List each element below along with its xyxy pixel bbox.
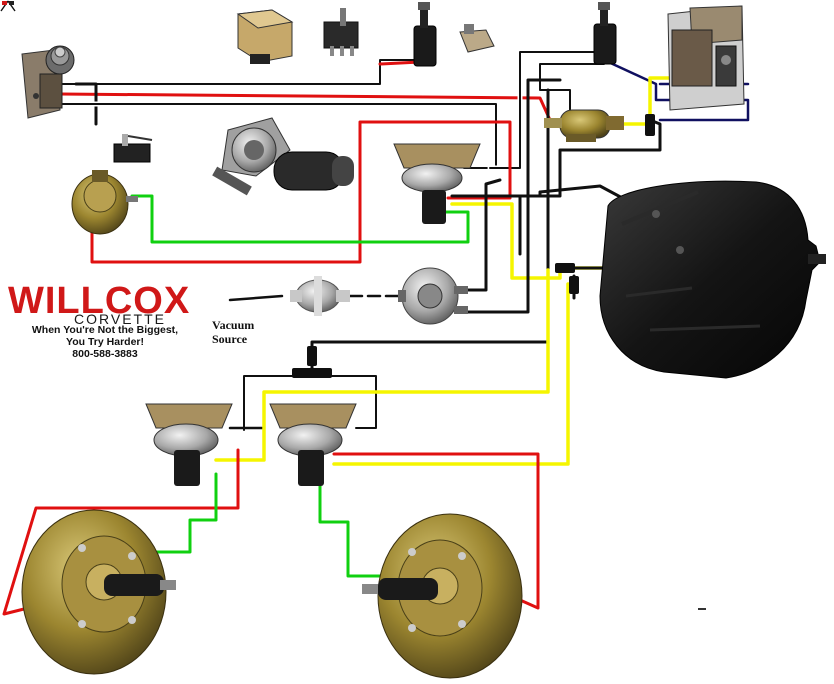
- hose-red-top: [58, 92, 552, 122]
- hose-white-top: [57, 57, 423, 87]
- tee-lower-horizontal: [292, 368, 332, 378]
- hose-red-lower-left: [2, 448, 240, 616]
- vacuum-label-line-1: Vacuum: [212, 318, 255, 332]
- vacuum-relay-center: [398, 267, 468, 325]
- brand-phone: 800-588-3883: [72, 348, 138, 360]
- hose-red-lower-right: [332, 452, 540, 610]
- brand-tagline-1: When You're Not the Biggest,: [31, 324, 179, 336]
- solenoid: [544, 109, 624, 142]
- tee-lower-vertical: [307, 346, 317, 366]
- vacuum-actuator-upper: [393, 143, 481, 224]
- tees: [292, 114, 655, 378]
- hose-black-right-valve-2: [539, 63, 605, 113]
- hose-yellow-lower-right: [332, 282, 570, 466]
- hose-white-right-valve-2: [537, 61, 607, 115]
- door-switch-assembly: [667, 5, 745, 111]
- limit-switch: [113, 134, 153, 163]
- tee-canister: [555, 263, 575, 273]
- brand-logo: WILLCOX: [8, 280, 191, 322]
- brand-tagline-2: You Try Harder!: [66, 336, 144, 348]
- hose-red-left-actuator: [90, 120, 512, 264]
- check-valve: [290, 276, 350, 316]
- vacuum-canister: [599, 180, 826, 379]
- hose-black-mid: [59, 103, 497, 169]
- vacuum-actuator-left: [71, 170, 138, 235]
- hose-black-lower-tee: [243, 375, 377, 431]
- push-switch: [459, 24, 495, 53]
- tiny-mark: [698, 608, 706, 610]
- relay: [236, 9, 294, 64]
- headlight-actuator-right: [362, 513, 523, 679]
- headlight-actuator-left: [21, 509, 176, 675]
- tee-canister-down: [569, 276, 579, 294]
- slide-switch: [323, 8, 359, 56]
- hose-black-vacuum-source: [228, 294, 284, 302]
- vacuum-actuator-lower-right: [269, 403, 357, 486]
- crossed-flags-icon: [0, 0, 16, 12]
- hose-black-actuator-canister: [450, 184, 658, 218]
- hose-green-left-actuator: [130, 194, 470, 244]
- tee-top-right: [645, 114, 655, 136]
- hose-red-to-valve-top: [378, 60, 422, 66]
- vacuum-valve-top-right: [593, 2, 617, 65]
- hose-yellow-lower: [214, 268, 550, 462]
- hose-black-center-up: [462, 178, 502, 292]
- hose-black-center-right: [462, 78, 562, 314]
- hose-black-right-valve: [489, 51, 601, 169]
- wiper-motor: [212, 117, 354, 196]
- brand-sub: CORVETTE: [74, 311, 166, 327]
- hose-black-top: [59, 59, 421, 85]
- hose-black-down-left: [74, 82, 98, 126]
- hose-green-lower-right: [318, 476, 382, 578]
- vacuum-label-line-2: Source: [212, 332, 248, 346]
- headlight-switch: [21, 45, 75, 119]
- vacuum-valve-top-center: [413, 2, 437, 67]
- vacuum-actuator-lower-left: [145, 403, 233, 486]
